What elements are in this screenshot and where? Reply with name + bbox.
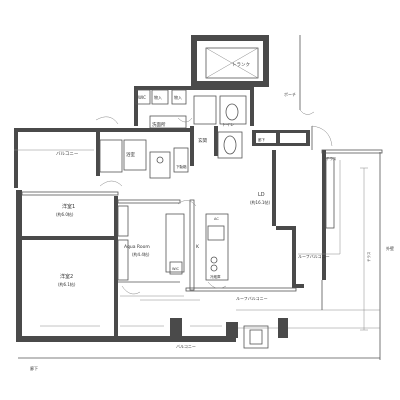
right-balcony <box>18 149 383 360</box>
dimension-right-label: テラス <box>366 251 371 262</box>
closet-mid2-label: 物入 <box>174 94 182 100</box>
ld-label: LD <box>258 192 265 198</box>
left-bedrooms <box>14 128 236 342</box>
ac-label: AC <box>214 217 219 221</box>
ld-size: (約16.1帖) <box>250 199 270 205</box>
western1-label: 洋室1 <box>62 203 75 210</box>
center-block <box>117 199 229 291</box>
western2-label: 洋室2 <box>60 273 73 280</box>
western1-size: (約6.0帖) <box>56 211 74 217</box>
side-right-label: 外壁 <box>386 245 394 251</box>
wet-area-block <box>134 86 254 166</box>
hall-label: 廊下 <box>30 365 38 371</box>
kitchen-label: K <box>196 244 200 250</box>
bath-room <box>96 128 192 179</box>
porch-label: ポーチ <box>284 91 296 97</box>
roof-balcony-label-2: ルーフバルコニー <box>236 296 268 301</box>
storage-top-room <box>191 35 269 87</box>
entrance-counter <box>252 130 310 146</box>
corridor-label: 廊下 <box>258 137 266 142</box>
wic1-label: WIC <box>138 95 146 100</box>
fridge-label: 冷蔵庫 <box>210 274 221 279</box>
bedroom-door-arc-2 <box>99 180 123 187</box>
storage-top-label: トランク <box>232 62 250 68</box>
bath-label: 浴室 <box>126 151 135 158</box>
aqua-room-label: Aqua Room <box>124 244 150 250</box>
aqua-door-arc <box>121 285 141 295</box>
roof-balcony-label: ルーフバルコニー <box>298 254 330 259</box>
toilet-label: トイレ <box>222 122 234 127</box>
bedroom-door-arc-1 <box>95 116 119 125</box>
balcony-left-label: バルコニー <box>56 151 79 157</box>
kitchen-door-arc <box>207 281 227 289</box>
closet-mid-label: 物入 <box>154 94 162 100</box>
aqua-room-size: (約4.4帖) <box>132 251 150 257</box>
entrance-label: 玄関 <box>198 137 207 144</box>
wash-door-arc <box>177 117 193 123</box>
bottom-railing <box>40 295 288 349</box>
wic2-label: WIC <box>172 267 179 271</box>
terrace-label: テラス <box>326 156 337 161</box>
bottom-note-label: バルコニー <box>176 344 196 349</box>
western2-size: (約6.1帖) <box>58 281 76 287</box>
ld-area <box>185 150 341 292</box>
entrance-door-arc <box>311 125 333 147</box>
wash-label: 洗面所 <box>152 121 166 128</box>
porch-door-arc <box>299 109 315 115</box>
shoes-label: 下駄箱 <box>176 164 187 169</box>
